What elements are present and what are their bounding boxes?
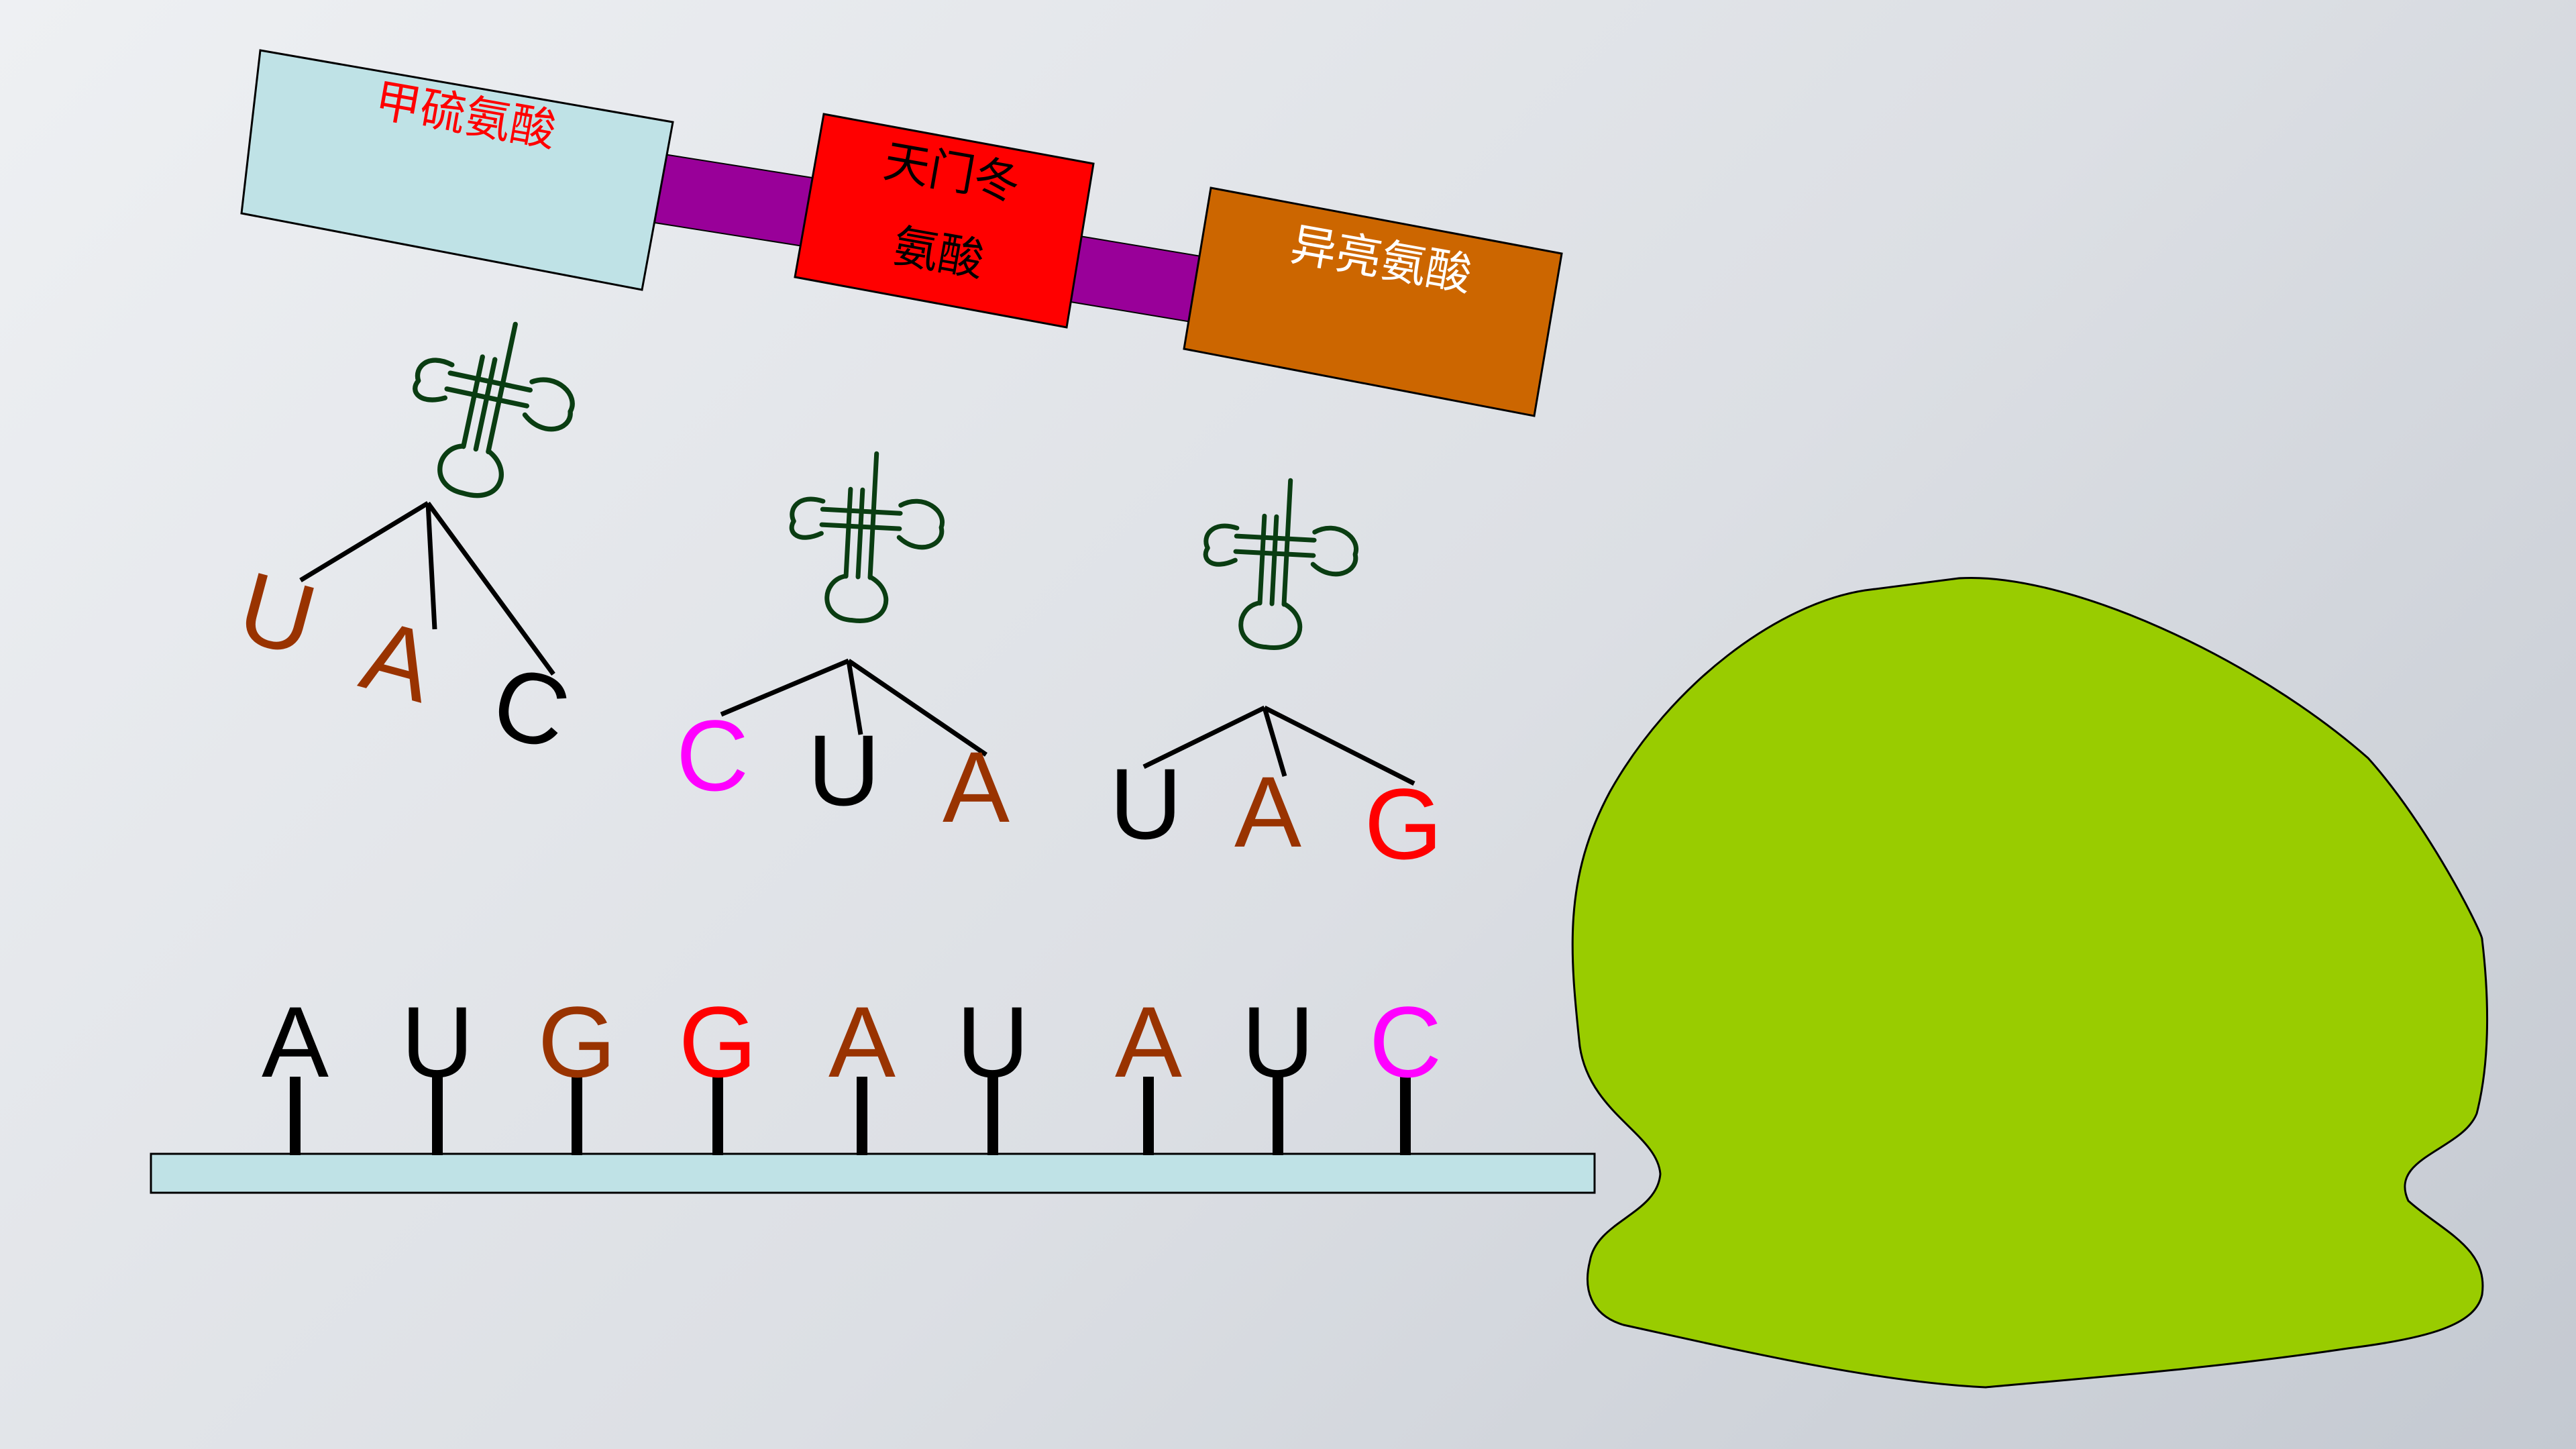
- anticodon-base: U: [227, 550, 327, 678]
- anticodon-base: U: [808, 714, 880, 826]
- trna-molecule: [413, 321, 575, 498]
- anticodon-leg: [1263, 705, 1415, 786]
- anticodon-leg: [847, 659, 987, 757]
- anticodon-leg: [425, 502, 437, 630]
- mrna-base: G: [538, 985, 616, 1155]
- anticodon-leg: [846, 660, 863, 735]
- anticodon-base: A: [1234, 755, 1301, 868]
- peptide-chain: 甲硫氨酸 天门冬 氨酸 异亮氨酸: [240, 49, 1563, 417]
- anticodon-leg: [426, 501, 555, 676]
- peptide-bond: [653, 153, 826, 250]
- anticodon-base: C: [676, 699, 749, 812]
- mrna-base-letter: U: [1242, 985, 1314, 1098]
- anticodon-leg: [720, 658, 850, 717]
- mrna-base-letter: A: [262, 985, 329, 1098]
- anticodon-base: G: [1364, 767, 1443, 880]
- mrna-base-letter: G: [538, 985, 616, 1098]
- anticodon-leg: [1262, 707, 1287, 777]
- mrna-base-letter: C: [1369, 985, 1442, 1098]
- anticodon-base: A: [351, 598, 445, 724]
- amino-acid-box-aspartic-acid: [794, 113, 1095, 329]
- mrna-base: U: [401, 985, 474, 1155]
- mrna-base-letter: U: [957, 985, 1029, 1098]
- mrna-base: C: [1369, 985, 1442, 1155]
- peptide-bond: [1069, 235, 1202, 323]
- ribosome: [1571, 576, 2489, 1389]
- trna-group: [413, 321, 1358, 651]
- anticodon-base: U: [1110, 747, 1182, 860]
- mrna-base-letter: A: [828, 985, 896, 1098]
- mrna-base: U: [957, 985, 1029, 1155]
- amino-acid-box-methionine: [240, 49, 674, 291]
- mrna-base: A: [828, 985, 896, 1155]
- anticodon-base: C: [481, 644, 580, 771]
- mrna-base: G: [679, 985, 757, 1155]
- mrna-base: U: [1242, 985, 1314, 1155]
- anticodon-leg: [1142, 705, 1266, 769]
- mrna-base-letter: A: [1115, 985, 1182, 1098]
- mrna-base: A: [262, 985, 329, 1155]
- trna-molecule: [1203, 478, 1358, 651]
- mrna-base-letter: U: [401, 985, 474, 1098]
- mrna-base: A: [1115, 985, 1182, 1155]
- mrna-strand: [150, 1152, 1596, 1194]
- anticodon-base: A: [943, 731, 1010, 843]
- amino-acid-box-isoleucine: [1183, 186, 1563, 417]
- anticodon-leg: [299, 501, 429, 582]
- trna-molecule: [789, 451, 945, 624]
- mrna-base-letter: G: [679, 985, 757, 1098]
